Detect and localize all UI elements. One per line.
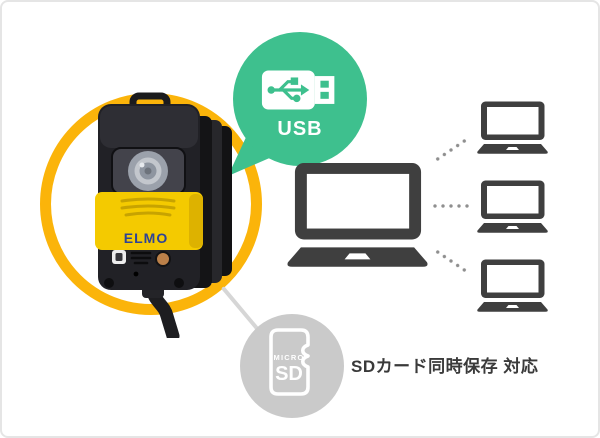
client-laptop-icon-2: [477, 180, 548, 233]
sd-card-badge: MICRO SD: [240, 314, 344, 418]
main-laptop-icon: [287, 162, 428, 267]
dotted-link-top: [434, 137, 468, 163]
micro-sd-card-icon: MICRO SD: [269, 328, 310, 396]
sd-label: SD: [275, 363, 303, 385]
caption-text: SDカード同時保存 対応: [351, 357, 539, 376]
micro-label: MICRO: [274, 353, 305, 362]
brand-logo: ELMO: [124, 230, 168, 246]
client-laptop-icon-3: [477, 259, 548, 312]
usb-label: USB: [277, 118, 323, 140]
dotted-link-bottom: [434, 248, 468, 274]
dotted-link-middle: [432, 204, 470, 208]
client-laptop-icon-1: [477, 101, 548, 154]
usb-drive-icon: [261, 70, 335, 110]
wearable-camera-photo: ELMO: [95, 92, 232, 338]
